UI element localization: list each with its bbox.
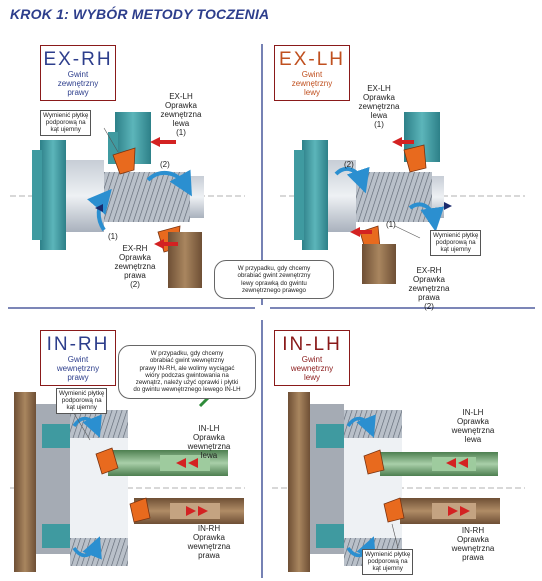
ex-rh-title-box: EX-RH Gwint zewnętrzny prawy xyxy=(40,45,116,101)
in-rh-note-box: Wymienić płytkę podporową na kąt ujemny xyxy=(56,388,108,414)
rotation-arrow-icon xyxy=(72,536,102,560)
chuck xyxy=(288,392,310,572)
rotation-arrow-icon xyxy=(146,169,192,197)
ex-lh-desc-line: Gwint xyxy=(301,70,323,79)
holder-bottom xyxy=(362,244,396,284)
ex-lh-marker: (2) xyxy=(344,160,354,169)
rotation-arrow-icon xyxy=(87,188,112,232)
in-rh-title-box: IN-RH Gwint wewnętrzny prawy xyxy=(40,330,116,386)
direction-marker-icon xyxy=(95,204,103,212)
teal-flange xyxy=(316,424,344,448)
teal-flange xyxy=(316,524,344,548)
chuck xyxy=(14,392,36,572)
ex-lh-marker: (1) xyxy=(386,220,396,229)
ex-lh-title-box: EX-LH Gwint zewnętrzny lewy xyxy=(274,45,350,101)
ex-rh-illustration xyxy=(10,112,245,288)
in-rh-desc-line: wewnętrzny xyxy=(56,364,100,373)
feed-arrow-icon xyxy=(150,137,160,147)
in-rh-desc-line: Gwint xyxy=(67,355,89,364)
rotation-arrow-icon xyxy=(346,536,376,560)
feed-arrow-icon xyxy=(392,137,402,147)
ex-rh-desc-line: zewnętrzny xyxy=(57,79,99,88)
page-title: KROK 1: WYBÓR METODY TOCZENIA xyxy=(10,6,270,22)
in-rh-info-bubble: W przypadku, gdy chcemy obrabiać gwint w… xyxy=(118,345,256,399)
direction-marker-icon xyxy=(444,202,452,210)
chuck xyxy=(302,140,328,250)
insert-icon xyxy=(403,144,427,173)
ex-rh-marker: (2) xyxy=(160,160,170,169)
in-lh-desc-line: wewnętrzny xyxy=(290,364,334,373)
bore-wall xyxy=(344,410,402,438)
ex-rh-desc-line: prawy xyxy=(67,88,89,97)
chuck xyxy=(40,140,66,250)
in-lh-note-box: Wymienić płytkę podporową na kąt ujemny xyxy=(362,549,414,575)
feed-arrow-icon xyxy=(350,227,360,237)
ex-rh-desc-line: Gwint xyxy=(67,70,89,79)
ex-rh-marker: (1) xyxy=(108,232,118,241)
rotation-arrow-icon xyxy=(72,414,102,438)
teal-flange xyxy=(42,524,70,548)
ex-lh-illustration xyxy=(280,112,525,284)
thread-section xyxy=(104,172,190,222)
ex-rh-holder-label-bottom: EX-RH Oprawka zewnętrzna prawa (2) xyxy=(114,244,156,289)
ex-lh-holder-label-bottom: EX-RH Oprawka zewnętrzna prawa (2) xyxy=(408,266,450,311)
ex-lh-note-box: Wymienić płytkę podporową na kąt ujemny xyxy=(430,230,482,256)
ex-rh-note-box: Wymienić płytkę podporową na kąt ujemny xyxy=(40,110,92,136)
ex-rh-holder-label-top: EX-LH Oprawka zewnętrzna lewa (1) xyxy=(160,92,202,137)
in-rh-illustration xyxy=(10,371,245,572)
insert-icon xyxy=(95,447,119,475)
in-lh-holder-label-top: IN-LH Oprawka wewnętrzna lewa xyxy=(451,408,495,444)
feed-arrow-icon xyxy=(154,239,164,249)
in-lh-code: IN-LH xyxy=(282,334,342,355)
in-rh-desc-line: prawy xyxy=(67,373,89,382)
in-rh-code: IN-RH xyxy=(46,334,110,355)
ex-lh-desc-line: zewnętrzny xyxy=(291,79,333,88)
insert-icon xyxy=(363,449,385,475)
in-lh-desc-line: Gwint xyxy=(301,355,323,364)
ex-lh-holder-label-top: EX-LH Oprawka zewnętrzna lewa (1) xyxy=(358,84,400,129)
thread-section xyxy=(356,172,432,222)
in-lh-holder-label-bottom: IN-RH Oprawka wewnętrzna prawa xyxy=(451,526,495,562)
in-rh-holder-label-bottom: IN-RH Oprawka wewnętrzna prawa xyxy=(187,524,231,560)
ex-lh-info-bubble: W przypadku, gdy chcemy obrabiać gwint z… xyxy=(214,260,334,300)
in-lh-desc-line: lewy xyxy=(303,373,320,382)
bore-wall xyxy=(70,410,128,438)
in-lh-title-box: IN-LH Gwint wewnętrzny lewy xyxy=(274,330,350,386)
holder-bottom xyxy=(168,232,202,288)
ex-lh-code: EX-LH xyxy=(279,49,345,70)
in-rh-holder-label-top: IN-LH Oprawka wewnętrzna lewa xyxy=(187,424,231,460)
rotation-arrow-icon xyxy=(346,414,376,438)
teal-flange xyxy=(42,424,70,448)
insert-icon xyxy=(129,497,151,523)
ex-rh-code: EX-RH xyxy=(43,49,113,70)
rotation-arrow-icon xyxy=(334,166,370,194)
insert-icon xyxy=(112,147,136,175)
ex-lh-desc-line: lewy xyxy=(303,88,320,97)
rotation-arrow-icon xyxy=(408,202,445,232)
insert-icon xyxy=(383,497,405,523)
